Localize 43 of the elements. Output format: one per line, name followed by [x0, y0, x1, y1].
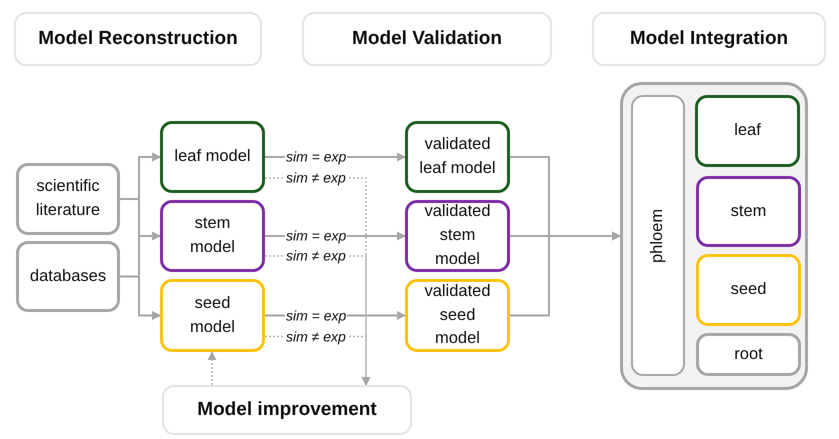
model-box	[695, 95, 800, 167]
edge-label: sim = exp	[285, 228, 348, 244]
edge-label: sim ≠ exp	[285, 170, 347, 186]
stage-header-box	[302, 12, 552, 66]
node-label: validated stem model	[423, 201, 492, 270]
node-label: leaf	[733, 120, 762, 142]
node-label: stem	[730, 200, 768, 222]
node-label: phloem	[647, 207, 668, 265]
node-label: validated leaf model	[418, 134, 497, 179]
node-label: leaf model	[173, 146, 252, 168]
edge-label: sim = exp	[285, 149, 348, 165]
phloem-box	[631, 95, 685, 376]
connector-arrow	[208, 351, 216, 385]
connector-arrow	[510, 232, 621, 316]
node-label: seed model	[189, 292, 236, 338]
model-box	[160, 279, 265, 352]
model-box	[696, 333, 801, 376]
edge-label: sim ≠ exp	[285, 328, 347, 344]
model-box	[405, 121, 510, 193]
model-box	[405, 279, 510, 352]
source-box	[16, 163, 120, 235]
node-label: validated seed model	[423, 280, 492, 350]
node-label: Model improvement	[196, 398, 378, 422]
model-box	[160, 121, 265, 193]
plant-container-box	[620, 82, 808, 390]
stage-header-box	[14, 12, 262, 66]
model-box	[405, 200, 510, 272]
node-label: root	[733, 344, 764, 365]
node-label: Model Integration	[628, 27, 790, 52]
stage-header-box	[592, 12, 826, 66]
source-box	[16, 241, 120, 312]
edge-label: sim ≠ exp	[285, 248, 347, 264]
node-label: stem model	[189, 213, 236, 258]
node-label: scientific literature	[34, 176, 102, 221]
node-label: Model Validation	[351, 27, 503, 52]
model-box	[696, 176, 801, 247]
edge-label: sim = exp	[285, 308, 348, 324]
node-label: Model Reconstruction	[37, 27, 239, 52]
node-label: databases	[28, 266, 108, 287]
model-box	[696, 254, 801, 326]
stage-header-box	[162, 385, 412, 435]
model-box	[160, 200, 265, 272]
node-label: seed	[730, 279, 768, 300]
